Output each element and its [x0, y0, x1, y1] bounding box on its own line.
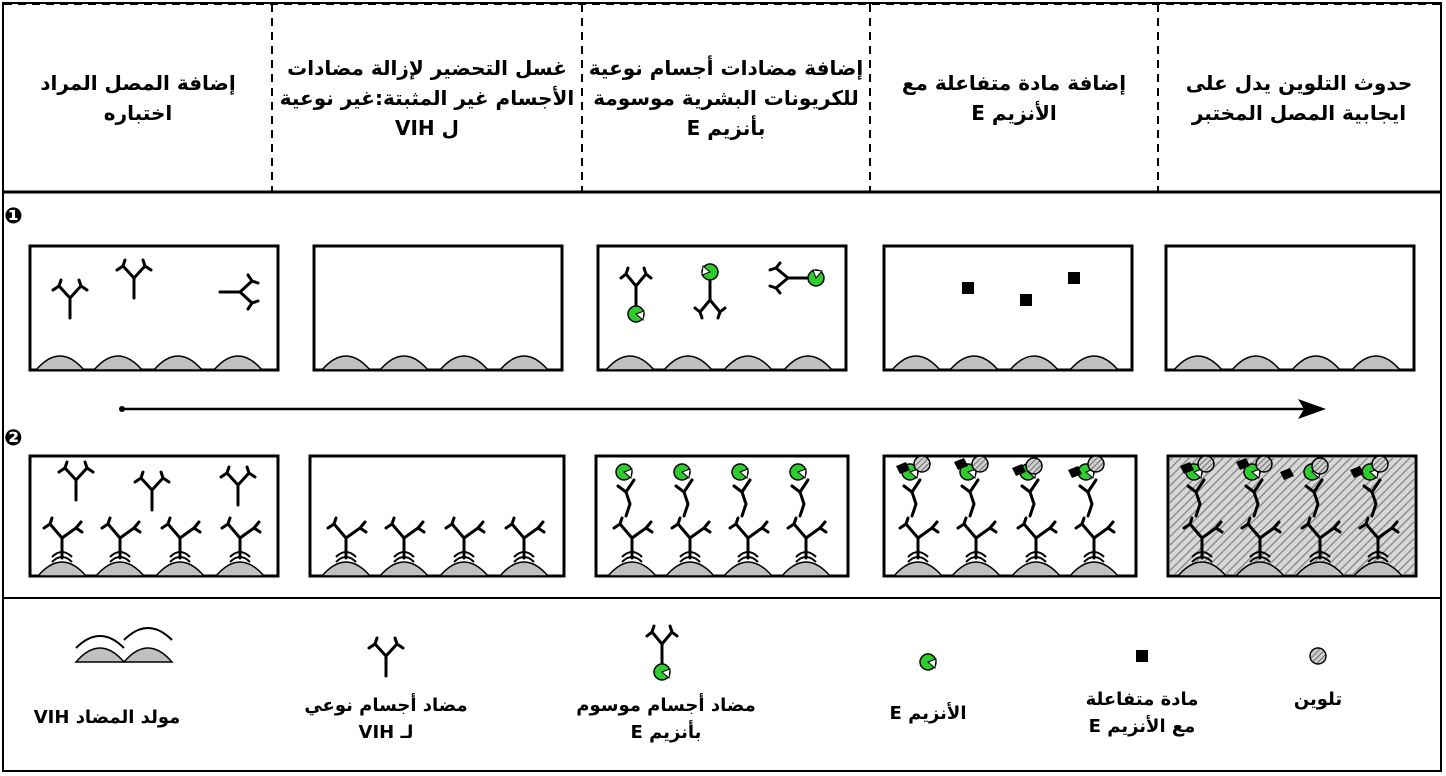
legend-enzyme-label: الأنزيم E — [889, 703, 967, 724]
row1-substrate — [962, 272, 1080, 306]
row2-marker: ❷ — [4, 426, 23, 451]
legend-substrate-icon — [1136, 650, 1148, 662]
row1-free-antibodies — [51, 258, 260, 320]
process-arrow — [119, 399, 1326, 419]
row1-labeled-antibodies — [621, 263, 824, 322]
legend-stain-label: تلوين — [1293, 689, 1343, 710]
row2-well4 — [894, 455, 1118, 576]
header-step-4: إضافة مادة متفاعلة مع الأنزيم E — [901, 71, 1127, 125]
row1-antigens — [35, 355, 1401, 371]
row1-wells — [28, 244, 1416, 372]
legend-antibody-icon — [367, 636, 405, 678]
header-step-1: إضافة المصل المراد اختباره — [40, 71, 236, 125]
row2-wells — [28, 454, 1418, 578]
row2-well2 — [321, 516, 549, 577]
legend-enzyme-icon — [919, 653, 937, 671]
header-step-3: إضافة مضادات أجسام نوعية للكريونات البشر… — [588, 56, 864, 140]
legend-antigen-icon — [75, 627, 173, 663]
header-step-2: غسل التحضير لإزالة مضادات الأجسام غير ال… — [279, 56, 575, 140]
row2-well3 — [608, 464, 830, 576]
legend-stain-icon — [1309, 647, 1327, 665]
header-step-5: حدوث التلوين يدل على ايجابية المصل المخت… — [1185, 71, 1413, 125]
row1-marker: ❶ — [4, 204, 23, 229]
legend-antigen-label: مولد المضاد VIH — [33, 707, 181, 728]
row2-well1 — [37, 460, 265, 577]
legend-labeled-antibody-icon — [647, 626, 677, 680]
